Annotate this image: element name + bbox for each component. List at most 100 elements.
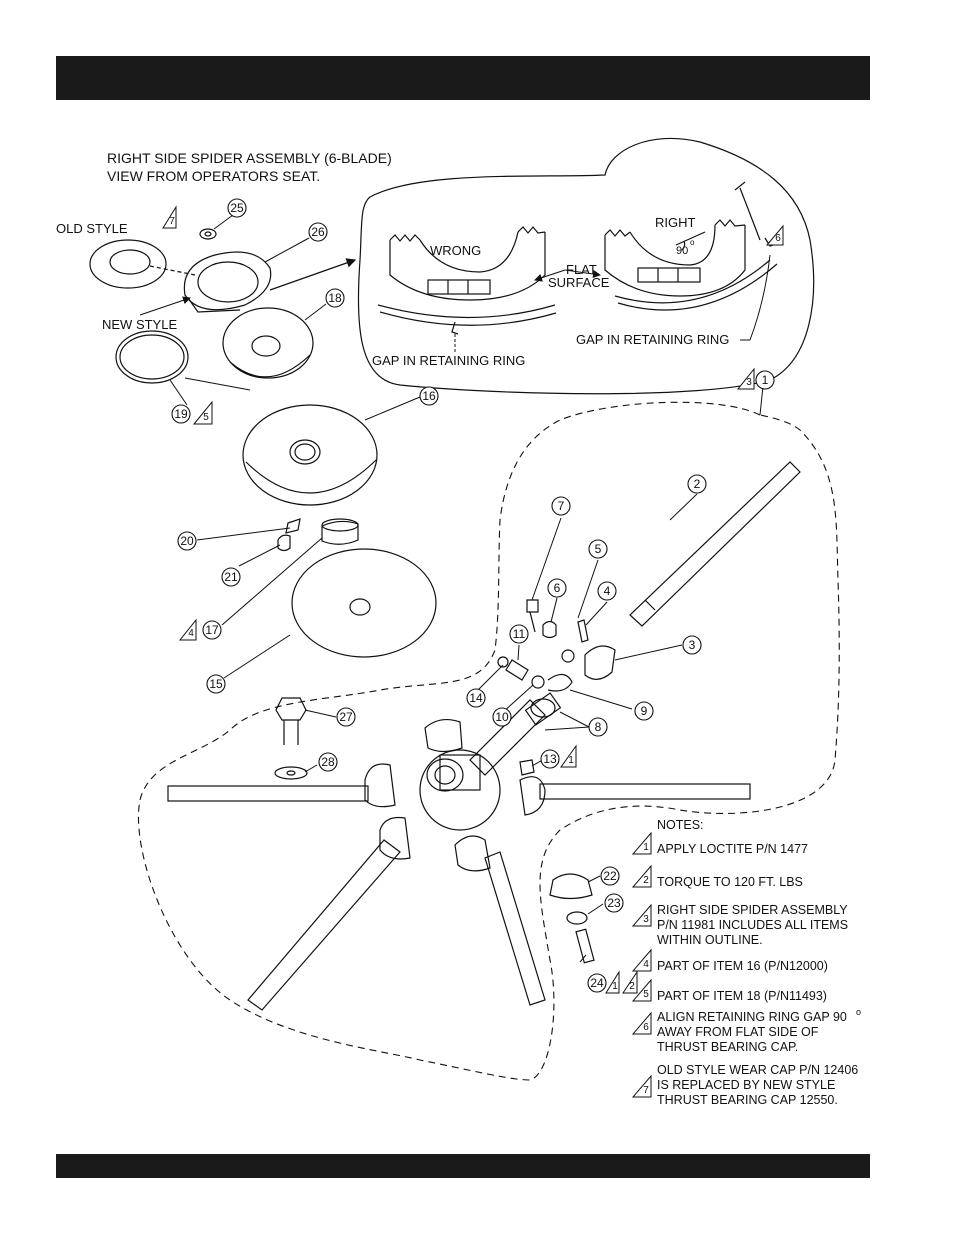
- blade-left: [167, 785, 369, 802]
- blade-right: [539, 783, 751, 800]
- callout-17: 17: [205, 623, 219, 637]
- leader-lines: [169, 211, 764, 963]
- blade-lower-left: [247, 839, 401, 1011]
- part-9-pin: [547, 673, 573, 692]
- note-3-line-3: WITHIN OUTLINE.: [657, 933, 763, 947]
- note-3-line-2: P/N 11981 INCLUDES ALL ITEMS: [657, 918, 848, 932]
- part-19-ring: [115, 330, 189, 384]
- callout-20: 20: [180, 534, 194, 548]
- part-2-shaft: [629, 461, 801, 627]
- angle-degree-mark: o: [690, 238, 695, 247]
- triangle-mark-1: 1: [568, 755, 574, 766]
- blade-lower-right: [484, 851, 546, 1006]
- callout-4: 4: [604, 584, 611, 598]
- angle-label: 90: [676, 245, 688, 257]
- callout-28: 28: [321, 755, 335, 769]
- notes-header: NOTES:: [657, 818, 704, 832]
- part-22-cap: [549, 873, 593, 900]
- triangle-mark-7: 7: [169, 216, 175, 227]
- callout-23: 23: [607, 896, 621, 910]
- callout-15: 15: [209, 677, 223, 691]
- wrong-label: WRONG: [430, 243, 481, 258]
- callout-19: 19: [174, 407, 188, 421]
- note-6-degree-mark: o: [856, 1007, 861, 1017]
- detail-inset: [357, 137, 815, 395]
- note-6-line-1: ALIGN RETAINING RING GAP 90: [657, 1010, 847, 1024]
- surface-label: SURFACE: [548, 275, 610, 290]
- triangle-mark-2: 2: [629, 981, 635, 992]
- note-mark-4: 4: [643, 959, 649, 970]
- note-2-line-1: TORQUE TO 120 FT. LBS: [657, 875, 803, 889]
- callout-9: 9: [641, 704, 648, 718]
- right-label: RIGHT: [655, 215, 696, 230]
- note-mark-1: 1: [643, 842, 649, 853]
- part-10-washer: [531, 675, 545, 689]
- assembly-outline: [137, 401, 840, 1081]
- note-1-line-1: APPLY LOCTITE P/N 1477: [657, 842, 808, 856]
- gap-wrong-label: GAP IN RETAINING RING: [372, 353, 525, 368]
- part-17-bushing: [321, 520, 359, 545]
- note-triangles: [631, 831, 652, 1098]
- callout-13: 13: [543, 752, 557, 766]
- callout-7: 7: [558, 499, 565, 513]
- part-8-bushing: [530, 698, 556, 718]
- note-6-line-3: THRUST BEARING CAP.: [657, 1040, 798, 1054]
- note-6-line-2: AWAY FROM FLAT SIDE OF: [657, 1025, 819, 1039]
- callout-3: 3: [689, 638, 696, 652]
- footer-bar: [56, 1154, 870, 1178]
- callout-18: 18: [328, 291, 342, 305]
- part-24-bolt: [575, 928, 595, 964]
- callout-24: 24: [590, 976, 604, 990]
- part-7-bolt: [526, 599, 539, 613]
- diagram-title-line-2: VIEW FROM OPERATORS SEAT.: [107, 168, 320, 184]
- callout-26: 26: [311, 225, 325, 239]
- note-7-line-2: IS REPLACED BY NEW STYLE: [657, 1078, 835, 1092]
- callout-21: 21: [224, 570, 238, 584]
- part-3-elbow: [584, 645, 616, 680]
- callout-14: 14: [469, 691, 483, 705]
- notes: NOTES: 1 2 3 4 5 6 7 APPLY LOCTITE P/N 1…: [631, 818, 861, 1107]
- note-mark-3: 3: [643, 914, 649, 925]
- callout-16: 16: [422, 389, 436, 403]
- triangle-mark-4: 4: [188, 628, 194, 639]
- part-13-fitting: [519, 759, 535, 776]
- part-11-fitting: [505, 659, 529, 681]
- header-bar: [56, 56, 870, 100]
- callout-8: 8: [595, 720, 602, 734]
- triangle-mark-3: 3: [746, 377, 752, 388]
- part-27-bolt: [275, 697, 307, 721]
- part-18-cap: [222, 307, 314, 379]
- callout-circles: [171, 198, 775, 993]
- part-15-disc: [291, 548, 437, 658]
- callout-6: 6: [554, 581, 561, 595]
- callout-2: 2: [694, 477, 701, 491]
- note-4-line-1: PART OF ITEM 16 (P/N12000): [657, 959, 828, 973]
- note-mark-6: 6: [643, 1022, 649, 1033]
- exploded-parts: [89, 228, 437, 780]
- note-mark-2: 2: [643, 875, 649, 886]
- note-3-line-1: RIGHT SIDE SPIDER ASSEMBLY: [657, 903, 848, 917]
- thrust-bearing-cap: [183, 251, 272, 311]
- callout-10: 10: [495, 710, 509, 724]
- callout-22: 22: [603, 869, 617, 883]
- part-16-disc: [242, 404, 378, 506]
- note-mark-5: 5: [643, 989, 649, 1000]
- callout-5: 5: [595, 542, 602, 556]
- old-style-label: OLD STYLE: [56, 221, 128, 236]
- part-21-cap: [277, 534, 291, 552]
- callout-27: 27: [339, 710, 353, 724]
- part-14-cap: [497, 656, 509, 668]
- part-6-nut: [542, 620, 557, 639]
- part-23-washer: [566, 911, 588, 925]
- gap-right-label: GAP IN RETAINING RING: [576, 332, 729, 347]
- note-7-line-1: OLD STYLE WEAR CAP P/N 12406: [657, 1063, 858, 1077]
- part-4-washer: [561, 649, 575, 663]
- part-20-fitting: [285, 518, 301, 534]
- note-7-line-3: THRUST BEARING CAP 12550.: [657, 1093, 838, 1107]
- new-style-label: NEW STYLE: [102, 317, 177, 332]
- triangle-mark-5: 5: [203, 412, 209, 423]
- callout-25: 25: [230, 201, 244, 215]
- part-28-washer: [274, 766, 308, 780]
- note-mark-7: 7: [643, 1085, 649, 1096]
- triangle-mark-6: 6: [775, 233, 781, 244]
